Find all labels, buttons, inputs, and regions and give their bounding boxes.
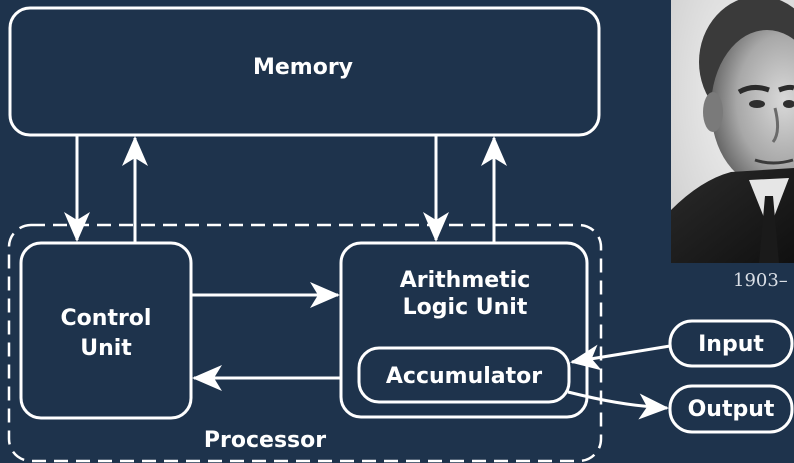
portrait-caption: 1903–	[733, 270, 788, 291]
output-block	[668, 384, 794, 434]
control-unit-label-line2: Unit	[80, 336, 132, 361]
processor-label: Processor	[204, 428, 326, 453]
portrait-photo	[671, 0, 794, 263]
memory-block	[8, 6, 601, 137]
memory-label: Memory	[253, 55, 353, 80]
accumulator-label: Accumulator	[386, 364, 542, 389]
output-label: Output	[688, 397, 775, 422]
alu-label-line1: Arithmetic	[400, 268, 531, 293]
input-block	[668, 319, 794, 368]
control-unit-label-line1: Control	[61, 306, 152, 331]
accumulator-block	[357, 346, 571, 404]
processor-boundary	[7, 223, 603, 463]
alu-label-line2: Logic Unit	[403, 295, 528, 320]
arrow-input-to-accumulator	[570, 344, 671, 371]
arrow-accumulator-to-output	[567, 390, 669, 420]
control-unit-block	[19, 241, 193, 420]
input-label: Input	[698, 332, 764, 357]
